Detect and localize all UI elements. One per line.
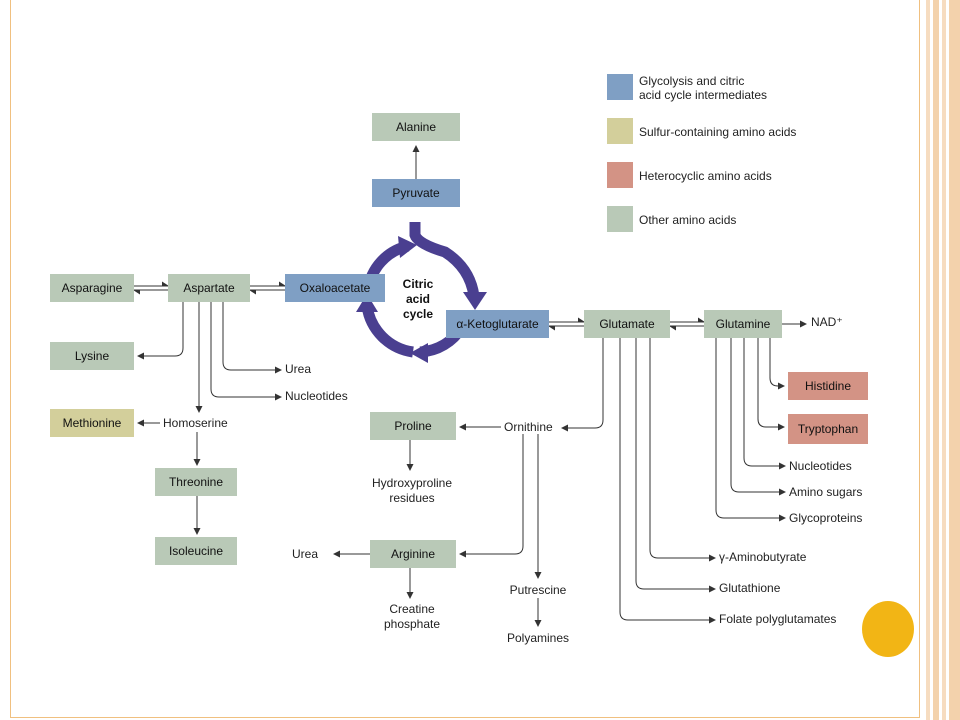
legend-label-other: Other amino acids xyxy=(639,213,737,227)
box-isoleucine: Isoleucine xyxy=(155,537,237,565)
slide-border-stripe xyxy=(926,0,930,720)
box-histidine: Histidine xyxy=(788,372,868,400)
legend-label-heterocyclic: Heterocyclic amino acids xyxy=(639,169,772,183)
box-oxaloacetate: Oxaloacetate xyxy=(285,274,385,302)
label-putrescine: Putrescine xyxy=(509,583,567,597)
label-ornithine: Ornithine xyxy=(504,420,553,434)
arrow-aspartate-to-urea xyxy=(222,302,282,374)
legend-label-sulfur: Sulfur-containing amino acids xyxy=(639,125,797,139)
box-arginine: Arginine xyxy=(370,540,456,568)
slide-border-stripe xyxy=(933,0,939,720)
slide-frame xyxy=(10,0,920,718)
box-proline: Proline xyxy=(370,412,456,440)
box-glutamate: Glutamate xyxy=(584,310,670,338)
box-pyruvate: Pyruvate xyxy=(372,179,460,207)
legend-swatch-green xyxy=(607,206,633,232)
arrow-glutamine-to-amino-sugars xyxy=(730,338,786,496)
legend-swatch-red xyxy=(607,162,633,188)
cycle-arrowhead xyxy=(356,294,378,312)
label-amino-sugars: Amino sugars xyxy=(789,485,863,499)
box-methionine: Methionine xyxy=(50,409,134,437)
label-gamma-aminobutyrate: γ-Aminobutyrate xyxy=(719,550,807,564)
arrow-glutamine-to-tryptophan xyxy=(757,338,785,431)
box-glutamine: Glutamine xyxy=(704,310,782,338)
arrow-aspartate-to-lysine xyxy=(137,302,184,360)
arrow-glutamine-to-nucleotides xyxy=(743,338,786,470)
box-tryptophan: Tryptophan xyxy=(788,414,868,444)
arrow-glutamine-to-histidine xyxy=(769,338,785,390)
label-folate-polyglutamates: Folate polyglutamates xyxy=(719,612,837,626)
label-nucleotides-aspartate: Nucleotides xyxy=(285,389,348,403)
box-alanine: Alanine xyxy=(372,113,460,141)
label-nucleotides-glutamine: Nucleotides xyxy=(789,459,852,473)
cycle-arrowhead xyxy=(410,343,428,363)
arrow-glutamine-to-glycoproteins xyxy=(715,338,786,522)
label-polyamines: Polyamines xyxy=(506,631,570,645)
arrow-glutamate-to-glutathione xyxy=(635,338,716,593)
label-glycoproteins: Glycoproteins xyxy=(789,511,863,525)
box-asparagine: Asparagine xyxy=(50,274,134,302)
box-threonine: Threonine xyxy=(155,468,237,496)
arrow-glutamate-to-folate xyxy=(619,338,716,624)
label-urea-aspartate: Urea xyxy=(285,362,312,376)
arrow-glutamate-to-aminobutyrate xyxy=(649,338,716,562)
label-glutathione: Glutathione xyxy=(719,581,781,595)
box-aspartate: Aspartate xyxy=(168,274,250,302)
slide-decoration-circle xyxy=(862,601,914,657)
arrow-aspartate-to-nucleotides xyxy=(210,302,282,401)
cycle-arrowhead xyxy=(463,292,487,310)
arrow-ornithine-to-arginine xyxy=(459,434,524,558)
slide-border-stripe xyxy=(949,0,960,720)
label-urea-arginine: Urea xyxy=(292,547,319,561)
slide-border-stripe xyxy=(942,0,946,720)
box-alpha-ketoglutarate: α-Ketoglutarate xyxy=(446,310,549,338)
legend-swatch-yellow xyxy=(607,118,633,144)
legend-swatch-blue xyxy=(607,74,633,100)
box-lysine: Lysine xyxy=(50,342,134,370)
label-homoserine: Homoserine xyxy=(163,416,228,430)
cycle-arrowhead xyxy=(398,236,417,258)
label-nad: NAD⁺ xyxy=(811,315,843,329)
arrow-glutamate-to-ornithine xyxy=(561,338,604,432)
